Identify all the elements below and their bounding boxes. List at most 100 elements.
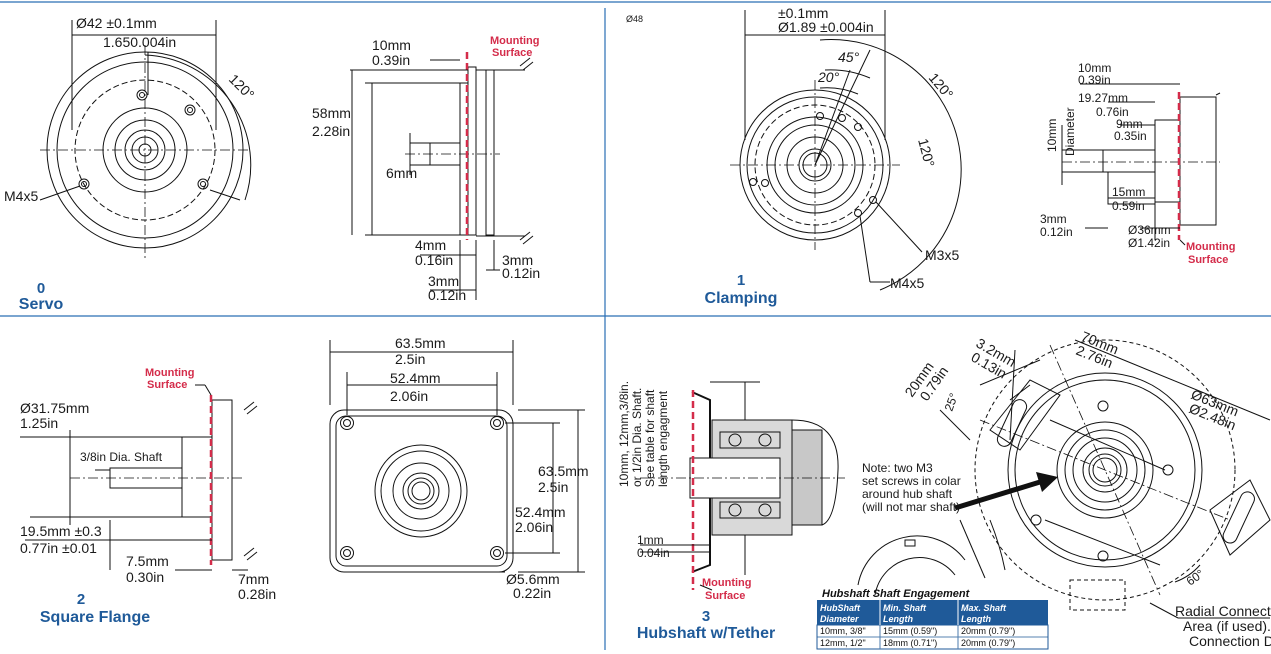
square-caption-title: Square Flange: [40, 609, 150, 626]
hubshaft-side-v2: or 1/2in Dia. Shaft.: [630, 388, 644, 487]
servo-side-view: [350, 52, 534, 300]
square-side-shaft: 3/8in Dia. Shaft: [80, 450, 163, 464]
square-side-d4-in: 0.28in: [238, 586, 276, 602]
square-side-d1-in: 1.25in: [20, 415, 58, 431]
hubshaft-side-v1: 10mm, 12mm,3/8in.: [617, 381, 631, 487]
servo-front-view: [39, 20, 252, 258]
table-header-3a: Max. Shaft: [961, 603, 1007, 613]
hubshaft-side-v4: length engagment: [656, 390, 670, 487]
table-cell-r2c2: 18mm (0.71"): [883, 638, 937, 648]
square-front-w2-mm: 52.4mm: [390, 370, 441, 386]
square-side-d2-in: 0.77in ±0.01: [20, 540, 97, 556]
hubshaft-engagement-table: Hubshaft Shaft Engagement HubShaft Diame…: [816, 588, 1049, 650]
hubshaft-caption-number: 3: [702, 608, 710, 625]
clamping-front-tol: ±0.1mm: [778, 5, 828, 21]
hubshaft-note-line-3: around hub shaft: [862, 487, 953, 501]
hubshaft-note-line-4: (will not mar shaft): [862, 500, 960, 514]
hubshaft-side-v3: See table for shaft: [643, 389, 657, 487]
servo-side-d5-in: 0.12in: [428, 287, 466, 303]
clamping-side-dia-b: Diameter: [1063, 107, 1077, 156]
table-title: Hubshaft Shaft Engagement: [822, 588, 971, 600]
servo-front-dia-mm: Ø42 ±0.1mm: [76, 15, 157, 31]
square-side-d3-mm: 7.5mm: [126, 553, 169, 569]
clamping-front-small-dia: Ø48: [626, 14, 643, 24]
clamping-side-d4-in: 0.59in: [1112, 199, 1145, 213]
hubshaft-radial-line-3: Connection Diag.: [1189, 633, 1271, 649]
clamping-side-d6-in: Ø1.42in: [1128, 236, 1170, 250]
hubshaft-radial-line-2: Area (if used). See: [1183, 618, 1271, 634]
clamping-front-angle-120b: 120°: [915, 137, 938, 169]
hubshaft-front-view: [939, 339, 1271, 619]
hubshaft-note-arrowhead: [1036, 472, 1058, 492]
clamping-caption-number: 1: [737, 272, 745, 289]
square-front-h2-mm: 52.4mm: [515, 504, 566, 520]
servo-side-d5-mm: 3mm: [428, 273, 459, 289]
clamping-front-m3: M3x5: [925, 247, 959, 263]
hubshaft-collar-view: [857, 519, 1006, 596]
servo-side-d4-mm: 4mm: [415, 237, 446, 253]
table-header-2b: Length: [883, 614, 913, 624]
table-header-3b: Length: [961, 614, 991, 624]
clamping-side-d1-in: 0.39in: [1078, 73, 1111, 87]
clamping-side-d3-in: 0.35in: [1114, 129, 1147, 143]
servo-side-d3: 6mm: [386, 165, 417, 181]
clamping-front-view: [730, 10, 962, 291]
square-side-d3-in: 0.30in: [126, 569, 164, 585]
hubshaft-mounting-label-2: Surface: [705, 590, 745, 602]
square-caption-number: 2: [77, 591, 85, 608]
servo-caption-number: 0: [37, 280, 45, 297]
servo-mounting-label-2: Surface: [492, 47, 532, 59]
square-front-w1-mm: 63.5mm: [395, 335, 446, 351]
panel-servo: Ø42 ±0.1mm 1.650.004in 120° M4x5: [4, 15, 540, 313]
servo-side-d1-in: 0.39in: [372, 52, 410, 68]
clamping-side-d1-mm: 10mm: [1078, 61, 1111, 75]
clamping-front-angle-45: 45°: [838, 49, 860, 65]
hubshaft-side-d1-mm: 1mm: [637, 533, 664, 547]
square-front-w1-in: 2.5in: [395, 351, 425, 367]
square-side-d1-mm: Ø31.75mm: [20, 400, 89, 416]
hubshaft-side-view: [640, 381, 845, 591]
clamping-side-d6-mm: Ø36mm: [1128, 223, 1171, 237]
table-cell-r1c1: 10mm, 3/8": [820, 626, 866, 636]
clamping-side-view: [1061, 83, 1221, 246]
servo-side-d2-in: 2.28in: [312, 123, 350, 139]
table-cell-r2c3: 20mm (0.79"): [961, 638, 1015, 648]
square-mounting-label-2: Surface: [147, 379, 187, 391]
clamping-front-m4: M4x5: [890, 275, 924, 291]
table-header-row: [817, 600, 1048, 625]
servo-front-thread: M4x5: [4, 188, 38, 204]
hubshaft-note-line-2: set screws in colar: [862, 474, 961, 488]
clamping-side-d5-mm: 3mm: [1040, 212, 1067, 226]
table-header-1a: HubShaft: [820, 603, 861, 613]
servo-side-d6-mm: 3mm: [502, 252, 533, 268]
table-cell-r2c1: 12mm, 1/2": [820, 638, 866, 648]
hubshaft-note-arrow: [954, 479, 1041, 511]
square-mounting-label-1: Mounting: [145, 367, 194, 379]
clamping-side-d3-mm: 9mm: [1116, 117, 1143, 131]
servo-side-d1-mm: 10mm: [372, 37, 411, 53]
clamping-mounting-label-2: Surface: [1188, 254, 1228, 266]
panel-hubshaft: 10mm, 12mm,3/8in. or 1/2in Dia. Shaft. S…: [617, 328, 1271, 650]
square-front-view: [329, 340, 585, 573]
hubshaft-radial-line-1: Radial Connector: [1175, 603, 1271, 619]
servo-mounting-label-1: Mounting: [490, 35, 539, 47]
square-side-view: [20, 384, 258, 571]
hubshaft-caption-title: Hubshaft w/Tether: [637, 625, 775, 642]
table-header-2a: Min. Shaft: [883, 603, 927, 613]
square-front-h2-in: 2.06in: [515, 519, 553, 535]
table-cell-r1c2: 15mm (0.59"): [883, 626, 937, 636]
servo-front-dia-in: 1.650.004in: [103, 34, 176, 50]
clamping-side-dia-a: 10mm: [1045, 119, 1059, 152]
panel-clamping: Ø48 ±0.1mm Ø1.89 ±0.004in 45° 20° 120° 1…: [626, 5, 1235, 307]
clamping-caption-title: Clamping: [705, 290, 778, 307]
square-side-d4-mm: 7mm: [238, 571, 269, 587]
hubshaft-note-line-1: Note: two M3: [862, 461, 933, 475]
clamping-side-d2-mm: 19.27mm: [1078, 91, 1128, 105]
clamping-side-d4-mm: 15mm: [1112, 185, 1145, 199]
clamping-front-angle-20: 20°: [817, 69, 840, 85]
hubshaft-side-d1-in: 0.04in: [637, 546, 670, 560]
square-front-hole-mm: Ø5.6mm: [506, 571, 560, 587]
servo-side-d2-mm: 58mm: [312, 105, 351, 121]
clamping-side-d5-in: 0.12in: [1040, 225, 1073, 239]
